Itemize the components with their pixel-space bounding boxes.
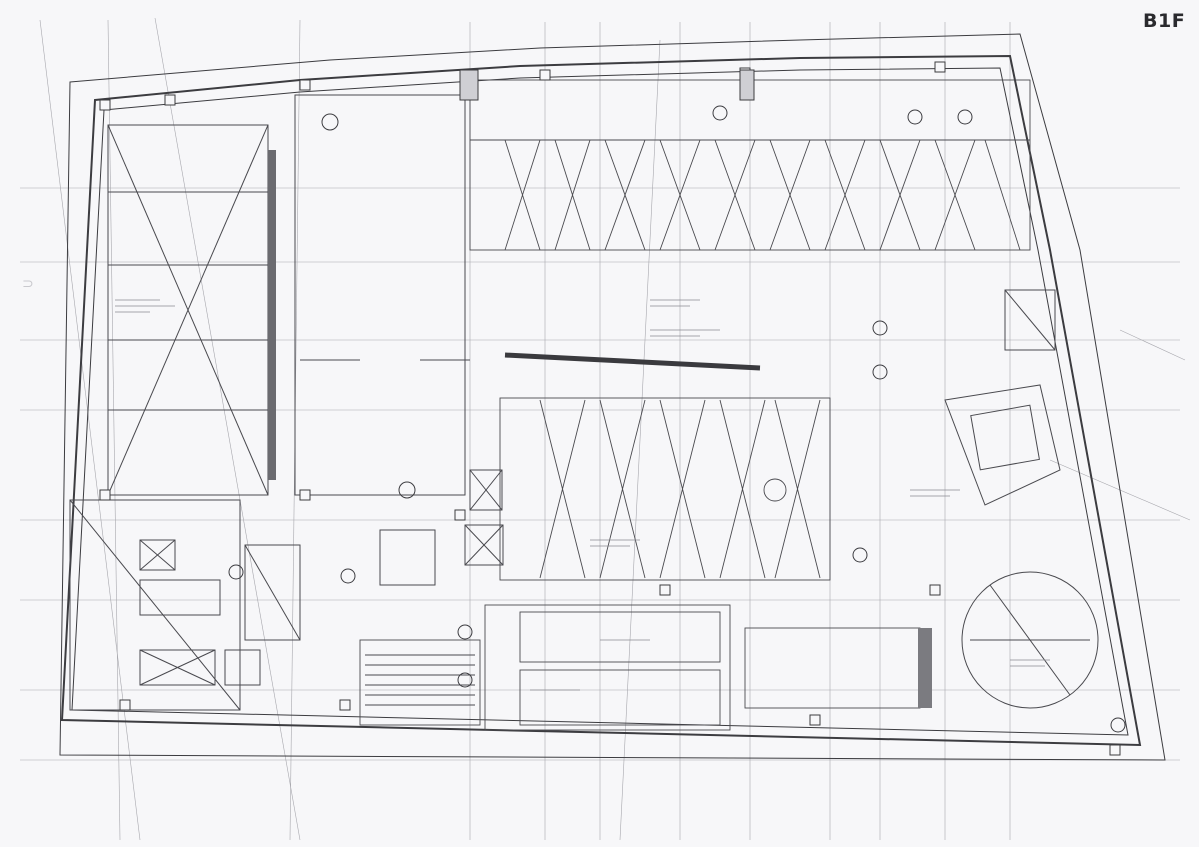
storage-block-west	[107, 124, 276, 496]
columns	[99, 61, 1121, 756]
mechanical-rooms	[69, 469, 504, 711]
circular-tank	[961, 571, 1099, 709]
vent-symbols	[228, 105, 1126, 733]
binder-hole-mark: ⊃	[22, 276, 34, 292]
stair-core	[359, 604, 932, 731]
floor-label: B1F	[1143, 10, 1186, 32]
exterior-wall	[59, 33, 1166, 761]
annotation-marks	[115, 299, 1050, 691]
parking-bays-south	[499, 397, 831, 581]
grid-lines	[20, 17, 1191, 841]
elevator-core	[944, 289, 1061, 506]
parking-bays-north	[469, 79, 1031, 251]
drive-aisle	[294, 94, 761, 496]
